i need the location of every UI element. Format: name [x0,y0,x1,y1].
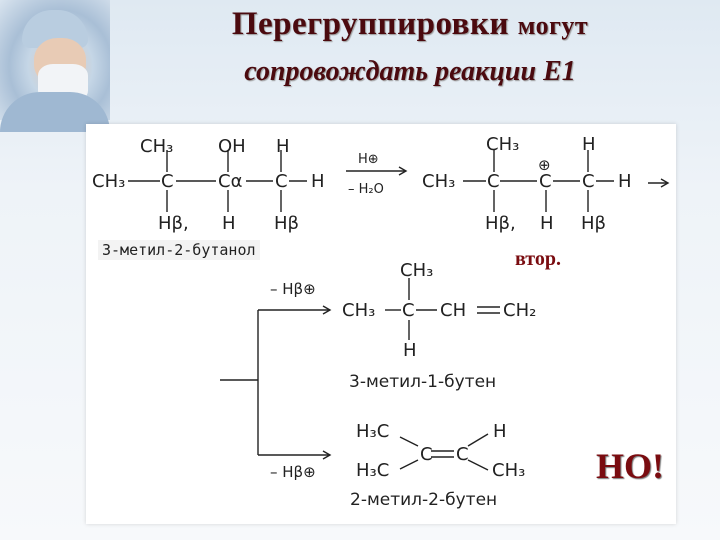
warning-label: НО! [596,446,664,486]
atom-h-bottom-2: H [540,213,554,234]
product2-name: 2-метил-2-бутен [350,490,497,510]
title-main: Перегруппировки [231,6,509,42]
atom-h-top-2: H [582,134,596,155]
atom-c3: C [275,171,288,192]
minus-h-bottom-label: – Hβ⊕ [270,463,316,481]
atom-hb-4: Hβ [581,213,606,234]
atom-c1-2: C [487,171,500,192]
reagent-minus-water: – H₂O [348,182,384,197]
atom-h-top: H [276,136,290,157]
atom-h3c-bottom: H₃C [356,460,389,481]
atom-hb-3: Hβ, [485,213,516,234]
atom-ch3-top-2: CH₃ [486,134,519,155]
atom-c-plus: C [539,171,552,192]
start-compound-name: 3-метил-2-бутанол [98,240,260,260]
atom-h-right-2: H [618,171,632,192]
atom-c-alpha: Cα [218,171,242,192]
atom-h3c-top: H₃C [356,421,389,442]
atom-h-p2: H [493,421,507,442]
surgeon-photo [0,0,110,132]
atom-oh: OH [218,136,246,157]
atom-ch3-p1: CH₃ [400,260,433,281]
atom-ch-p1: CH [440,300,466,321]
atom-ch3-p1-left: CH₃ [342,300,375,321]
atom-c-p1: C [402,300,415,321]
slide-subtitle: сопровождать реакции Е1 [244,56,576,87]
atom-c3-2: C [582,171,595,192]
atom-h-p1: H [403,340,417,361]
atom-hb-2: Hβ [274,213,299,234]
atom-ch3-left-2: CH₃ [422,171,455,192]
atom-ch2-p1: CH₂ [503,300,536,321]
atom-ch3-left: CH₃ [92,171,125,192]
atom-ch3-p2: CH₃ [492,460,525,481]
atom-h-right: H [311,171,325,192]
atom-c-p2-left: C [420,444,433,465]
atom-ch3-top: CH₃ [140,136,173,157]
atom-c1: C [161,171,174,192]
slide-title: Перегруппировки могут [0,6,720,43]
atom-h-bottom: H [222,213,236,234]
product1-name: 3-метил-1-бутен [349,372,496,392]
minus-h-top-label: – Hβ⊕ [270,280,316,298]
atom-hb-1: Hβ, [158,213,189,234]
atom-c-p2-right: C [456,444,469,465]
carbocation-plus: ⊕ [538,156,551,174]
reaction-scheme-panel [86,124,676,524]
reagent-h-plus: H⊕ [358,152,379,167]
title-rest: могут [517,11,589,40]
carbocation-label: втор. [515,248,561,270]
